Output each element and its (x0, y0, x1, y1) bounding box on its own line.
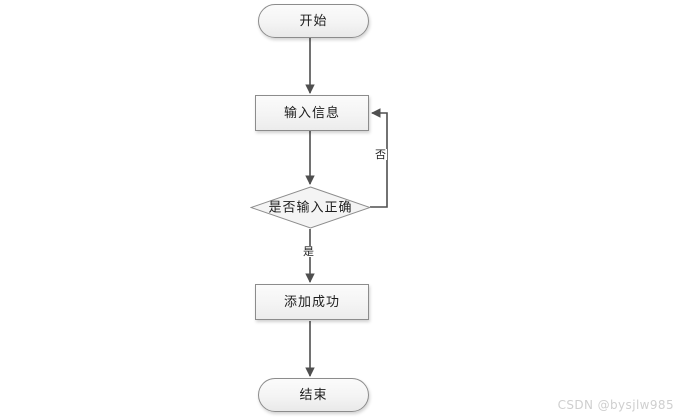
watermark: CSDN @bysjlw985 (557, 398, 674, 412)
node-input-info[interactable]: 输入信息 (255, 95, 369, 131)
node-add-success-label: 添加成功 (283, 294, 340, 310)
node-end[interactable]: 结束 (258, 378, 369, 412)
node-end-label: 结束 (299, 387, 328, 403)
edge-label-yes: 是 (302, 245, 315, 258)
decision-diamond-shape (250, 186, 371, 229)
node-decision-input-correct[interactable]: 是否输入正确 (250, 186, 371, 229)
node-start-label: 开始 (299, 13, 328, 29)
node-input-info-label: 输入信息 (283, 105, 340, 121)
node-add-success[interactable]: 添加成功 (255, 284, 369, 320)
node-start[interactable]: 开始 (258, 4, 369, 38)
node-decision-input-correct-label: 是否输入正确 (268, 200, 353, 215)
edge-decision-to-input-loop (370, 108, 388, 208)
edge-label-no: 否 (374, 148, 387, 161)
